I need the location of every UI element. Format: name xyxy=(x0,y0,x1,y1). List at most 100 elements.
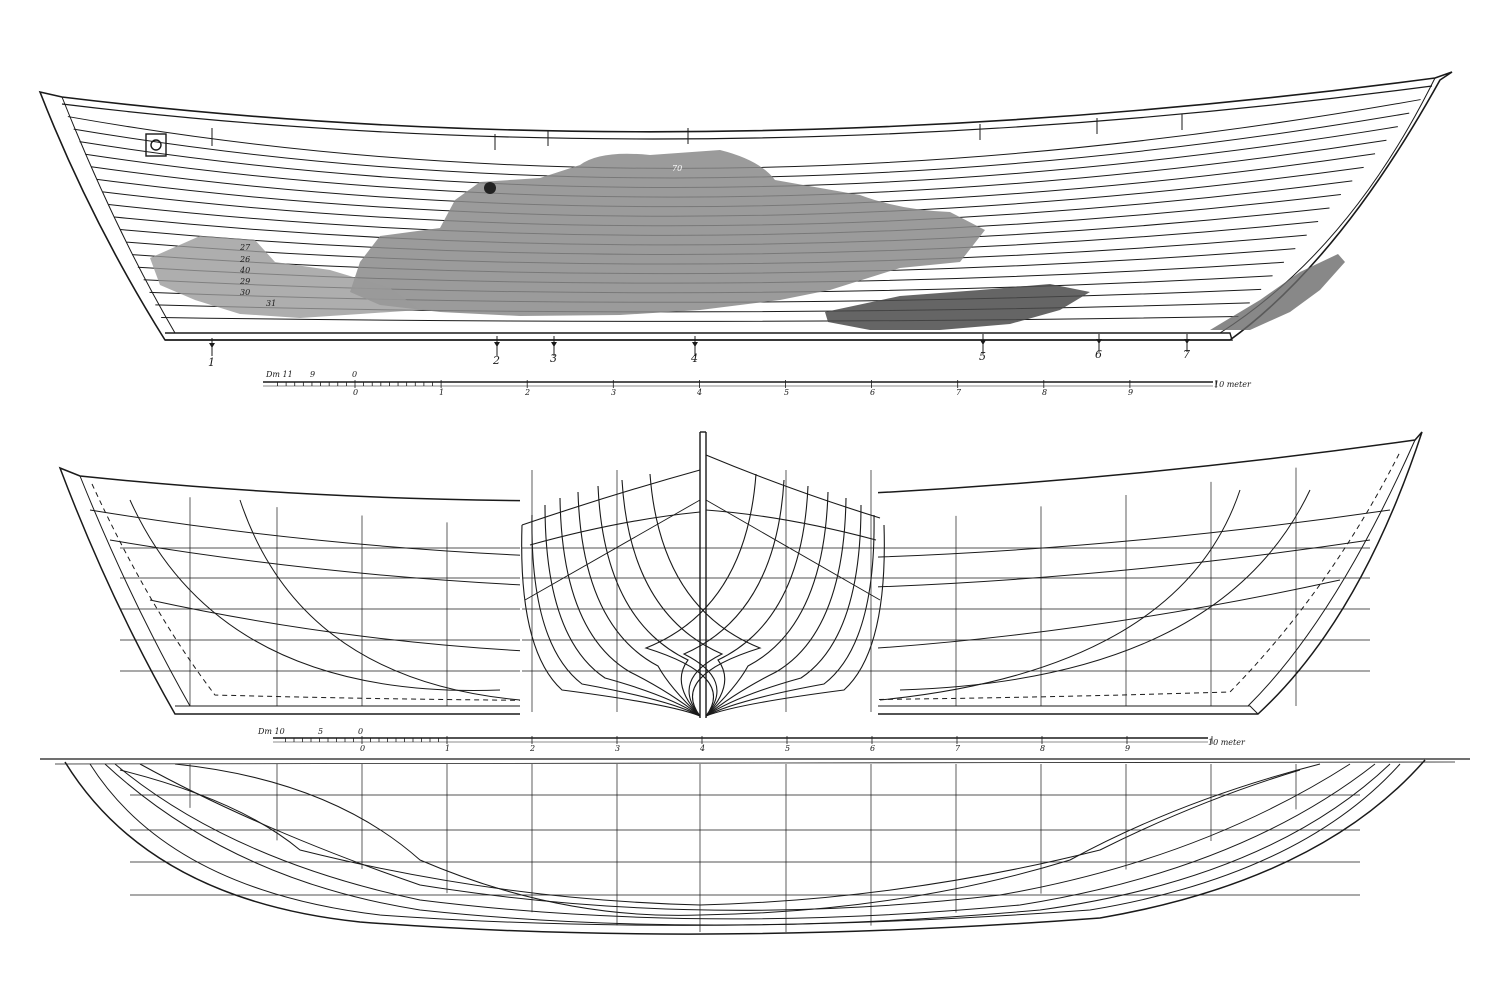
buttock-curve xyxy=(879,489,1241,701)
profile-station-labels: 1 2 3 4 5 6 7 xyxy=(208,348,1190,369)
scale-label: 4 xyxy=(696,388,702,397)
scale-label: 9 xyxy=(1125,744,1130,753)
waterline-curve xyxy=(174,763,1321,916)
buttock-curve xyxy=(129,499,501,691)
profile-stations xyxy=(209,334,1190,356)
half-breadth-centerline xyxy=(54,761,1456,765)
scale-label: 9 xyxy=(1128,388,1133,397)
rabbet-line xyxy=(91,451,1401,702)
scale-bar-top-neg-label: 0 xyxy=(352,370,357,379)
oar-port-hole xyxy=(150,139,162,151)
strake-mark: 30 xyxy=(240,288,250,297)
section-curve-right xyxy=(705,524,885,717)
wreck-remains xyxy=(150,150,1345,330)
station-label-2: 2 xyxy=(492,354,500,367)
lines-plan-curves xyxy=(89,489,1391,701)
strake-mark: 29 xyxy=(239,277,250,286)
scale-label: 7 xyxy=(955,744,961,753)
station-ticks-top xyxy=(211,114,1183,150)
scale-label: 2 xyxy=(529,744,535,753)
body-plan xyxy=(520,431,885,718)
station-label-7: 7 xyxy=(1183,348,1190,361)
half-breadth-outline xyxy=(64,759,1426,935)
plank-mark: 70 xyxy=(672,164,682,173)
half-breadth-grid xyxy=(130,764,1360,932)
section-curve-right xyxy=(682,479,785,717)
scale-label: 6 xyxy=(870,744,875,753)
scale-label: 0 xyxy=(360,744,365,753)
wreck-rivet-hole xyxy=(484,182,496,194)
scale-bar-bottom-end-label: 10 meter xyxy=(1208,738,1246,747)
wreck-remains-stem xyxy=(1210,254,1345,330)
lines-plan-inner-stem xyxy=(1247,439,1416,707)
scale-bar-top-prefix: Dm 11 xyxy=(265,370,293,379)
body-plan-sheer xyxy=(521,469,701,526)
scale-bar-bottom-neg-label: 0 xyxy=(358,727,363,736)
lines-plan-outline xyxy=(58,431,1423,715)
body-plan-background xyxy=(520,455,878,717)
half-breadth-curves xyxy=(104,763,1391,926)
section-curve-right xyxy=(705,491,829,717)
body-plan-sheer xyxy=(705,509,877,541)
wreck-remains-bottom xyxy=(825,284,1090,330)
scale-label: 0 xyxy=(353,388,358,397)
body-plan-grid xyxy=(522,470,878,712)
buttock-curve xyxy=(899,489,1311,691)
scale-label: 5 xyxy=(785,744,790,753)
wreck-remains-stern xyxy=(150,236,420,318)
body-plan-sheer xyxy=(705,454,881,519)
section-curve-left xyxy=(544,504,701,717)
waterline-curve xyxy=(104,763,1391,926)
oar-port xyxy=(145,133,167,157)
scale-label: 1 xyxy=(439,388,444,397)
scale-bar-top-end-label: 10 meter xyxy=(1214,380,1252,389)
half-breadth-inner-outline xyxy=(89,763,1401,926)
scale-label: 1 xyxy=(445,744,450,753)
body-plan-sections xyxy=(521,454,885,717)
scale-bar-top-labels: 0 1 2 3 4 5 6 7 8 9 xyxy=(353,388,1133,397)
section-curve-right xyxy=(705,485,809,717)
scale-bar-bottom-labels: 0 1 2 3 4 5 6 7 8 9 xyxy=(360,744,1130,753)
station-label-3: 3 xyxy=(550,352,557,365)
scale-bar-top: Dm 11 9 0 0 1 2 3 4 5 6 7 8 9 10 meter xyxy=(263,370,1252,397)
body-plan-diagonal xyxy=(705,499,881,601)
section-curve-left xyxy=(577,491,701,717)
waterline-curve xyxy=(139,763,1351,911)
station-label-1: 1 xyxy=(208,356,215,369)
waterline-curve xyxy=(119,769,1301,906)
half-breadth-plan xyxy=(40,758,1470,935)
wreck-remains-main xyxy=(350,150,985,316)
scale-bar-top-neg-label: 9 xyxy=(310,370,315,379)
scale-label: 8 xyxy=(1040,744,1045,753)
strake-mark: 40 xyxy=(239,266,250,275)
station-label-6: 6 xyxy=(1095,348,1102,361)
buttock-curve xyxy=(239,499,521,701)
scale-label: 6 xyxy=(870,388,875,397)
scale-bar-bottom-prefix: Dm 10 xyxy=(257,727,285,736)
scale-label: 8 xyxy=(1042,388,1047,397)
station-label-4: 4 xyxy=(690,352,698,365)
scale-label: 5 xyxy=(784,388,789,397)
stern-inner-line xyxy=(61,96,176,334)
body-plan-sheer xyxy=(529,511,701,546)
stem-inner-line xyxy=(1219,77,1436,334)
section-curve-right xyxy=(705,504,862,717)
section-curve-right xyxy=(705,497,847,717)
section-curve-right xyxy=(705,514,875,717)
section-curve-left xyxy=(649,473,762,717)
scale-label: 2 xyxy=(524,388,530,397)
section-curve-right xyxy=(644,473,757,717)
strake-mark: 31 xyxy=(266,299,276,308)
scale-bar-bottom-ticks xyxy=(285,736,1213,744)
keel xyxy=(165,332,1233,341)
scale-bar-top-ticks xyxy=(277,380,1217,388)
section-curve-left xyxy=(597,485,701,717)
scale-label: 3 xyxy=(611,388,616,397)
section-curve-left xyxy=(521,524,701,717)
plank-strake xyxy=(161,315,1239,322)
scale-bar-bottom-neg-label: 5 xyxy=(318,727,323,736)
station-label-5: 5 xyxy=(979,350,986,363)
strake-mark: 27 xyxy=(239,243,251,252)
section-curve-left xyxy=(621,479,724,717)
